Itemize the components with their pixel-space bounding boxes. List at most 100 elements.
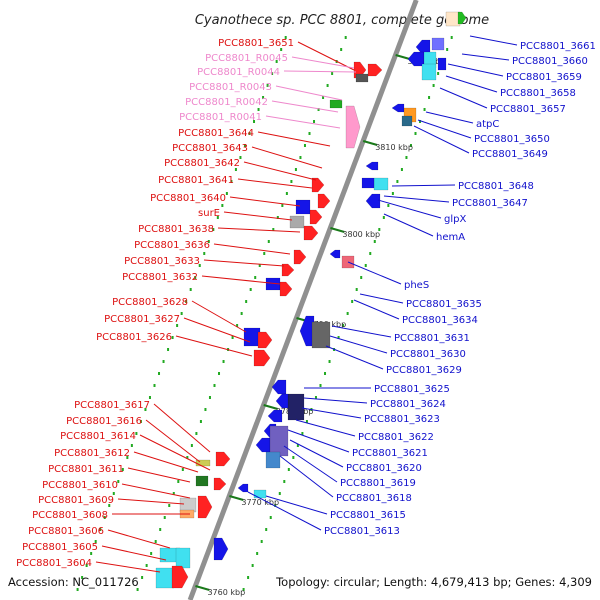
tick-mark <box>346 312 349 315</box>
tick-mark <box>90 552 93 555</box>
tick-mark <box>340 48 343 51</box>
tick-mark <box>294 168 297 171</box>
kbp-tick <box>195 585 210 591</box>
gene-label-right: PCC8801_3658 <box>500 88 576 99</box>
gene-label-right: PCC8801_3624 <box>370 399 446 410</box>
tick-mark <box>391 192 394 195</box>
gene-label-right: PCC8801_3648 <box>458 181 534 192</box>
gene-label-left: PCC8801_R0041 <box>179 112 262 123</box>
tick-mark <box>243 144 246 147</box>
gene-label-left: PCC8801_3610 <box>42 480 118 491</box>
tick-mark <box>112 492 115 495</box>
leader-line <box>265 495 328 515</box>
tick-mark <box>437 72 440 75</box>
gene-feature <box>215 451 231 467</box>
tick-mark <box>139 420 142 423</box>
tick-mark <box>290 180 293 183</box>
tick-mark <box>281 204 284 207</box>
tick-mark <box>364 264 367 267</box>
tick-mark <box>150 552 153 555</box>
tick-mark <box>382 216 385 219</box>
gene-feature <box>195 475 209 487</box>
gene-label-left: PCC8801_3614 <box>60 431 136 442</box>
leader-line <box>121 483 191 499</box>
kbp-label: 3760 kbp <box>207 588 245 597</box>
gene-label-left: PCC8801_3633 <box>124 256 200 267</box>
tick-mark <box>194 276 197 279</box>
gene-feature <box>445 11 461 27</box>
tick-mark <box>195 432 198 435</box>
tick-mark <box>275 60 278 63</box>
leader-line <box>101 545 167 561</box>
gene-feature <box>275 393 289 409</box>
kbp-tick <box>330 227 345 233</box>
tick-mark <box>177 480 180 483</box>
gene-label-left: PCC8801_3604 <box>16 558 92 569</box>
tick-mark <box>76 588 79 591</box>
gene-feature <box>437 57 447 71</box>
gene-label-right: PCC8801_3623 <box>364 414 440 425</box>
leader-line <box>461 53 510 61</box>
leader-line <box>383 213 434 237</box>
gene-feature <box>431 37 445 51</box>
tick-mark <box>171 336 174 339</box>
gene-feature <box>345 105 361 149</box>
gene-label-left: PCC8801_3617 <box>74 400 150 411</box>
gene-label-right: PCC8801_3621 <box>352 448 428 459</box>
tick-mark <box>230 180 233 183</box>
gene-label-left: PCC8801_3651 <box>218 38 294 49</box>
gene-label-right: PCC8801_3650 <box>474 134 550 145</box>
tick-mark <box>292 456 295 459</box>
gene-feature <box>213 537 229 561</box>
tick-mark <box>267 240 270 243</box>
gene-label-right: PCC8801_3661 <box>520 41 596 52</box>
tick-mark <box>108 504 111 507</box>
gene-feature <box>367 63 383 77</box>
gene-feature <box>255 437 271 453</box>
leader-line <box>391 184 456 187</box>
gene-label-right: PCC8801_3634 <box>402 315 478 326</box>
tick-mark <box>351 300 354 303</box>
tick-mark <box>163 516 166 519</box>
leader-line <box>297 41 355 71</box>
gene-label-right: PCC8801_3615 <box>330 510 406 521</box>
gene-feature <box>289 215 305 229</box>
tick-mark <box>296 444 299 447</box>
tick-mark <box>159 528 162 531</box>
gene-feature <box>269 425 289 457</box>
tick-mark <box>265 528 268 531</box>
tick-mark <box>99 528 102 531</box>
tick-mark <box>260 540 263 543</box>
tick-mark <box>153 384 156 387</box>
leader-line <box>229 196 301 207</box>
gene-label-left: PCC8801_3616 <box>66 416 142 427</box>
gene-feature <box>457 11 467 25</box>
tick-mark <box>240 312 243 315</box>
gene-label-right: atpC <box>476 119 499 130</box>
gene-feature <box>329 249 341 259</box>
tick-mark <box>285 192 288 195</box>
gene-feature <box>365 161 379 171</box>
tick-mark <box>218 372 221 375</box>
gene-feature <box>317 193 331 209</box>
tick-mark <box>249 288 252 291</box>
tick-mark <box>148 396 151 399</box>
tick-mark <box>369 252 372 255</box>
tick-mark <box>103 516 106 519</box>
tick-mark <box>308 132 311 135</box>
tick-mark <box>94 540 97 543</box>
gene-feature <box>197 495 213 519</box>
tick-mark <box>136 588 139 591</box>
genome-backbone <box>187 0 419 600</box>
gene-feature <box>237 483 249 493</box>
tick-mark <box>299 156 302 159</box>
gene-label-right: PCC8801_3630 <box>390 349 466 360</box>
tick-mark <box>199 420 202 423</box>
leader-line <box>217 227 301 233</box>
gene-label-right: PCC8801_3659 <box>506 72 582 83</box>
leader-line <box>303 397 368 404</box>
gene-label-right: PCC8801_3635 <box>406 299 482 310</box>
tick-mark <box>234 168 237 171</box>
gene-label-left: PCC8801_3605 <box>22 542 98 553</box>
gene-label-left: PCC8801_3643 <box>172 143 248 154</box>
